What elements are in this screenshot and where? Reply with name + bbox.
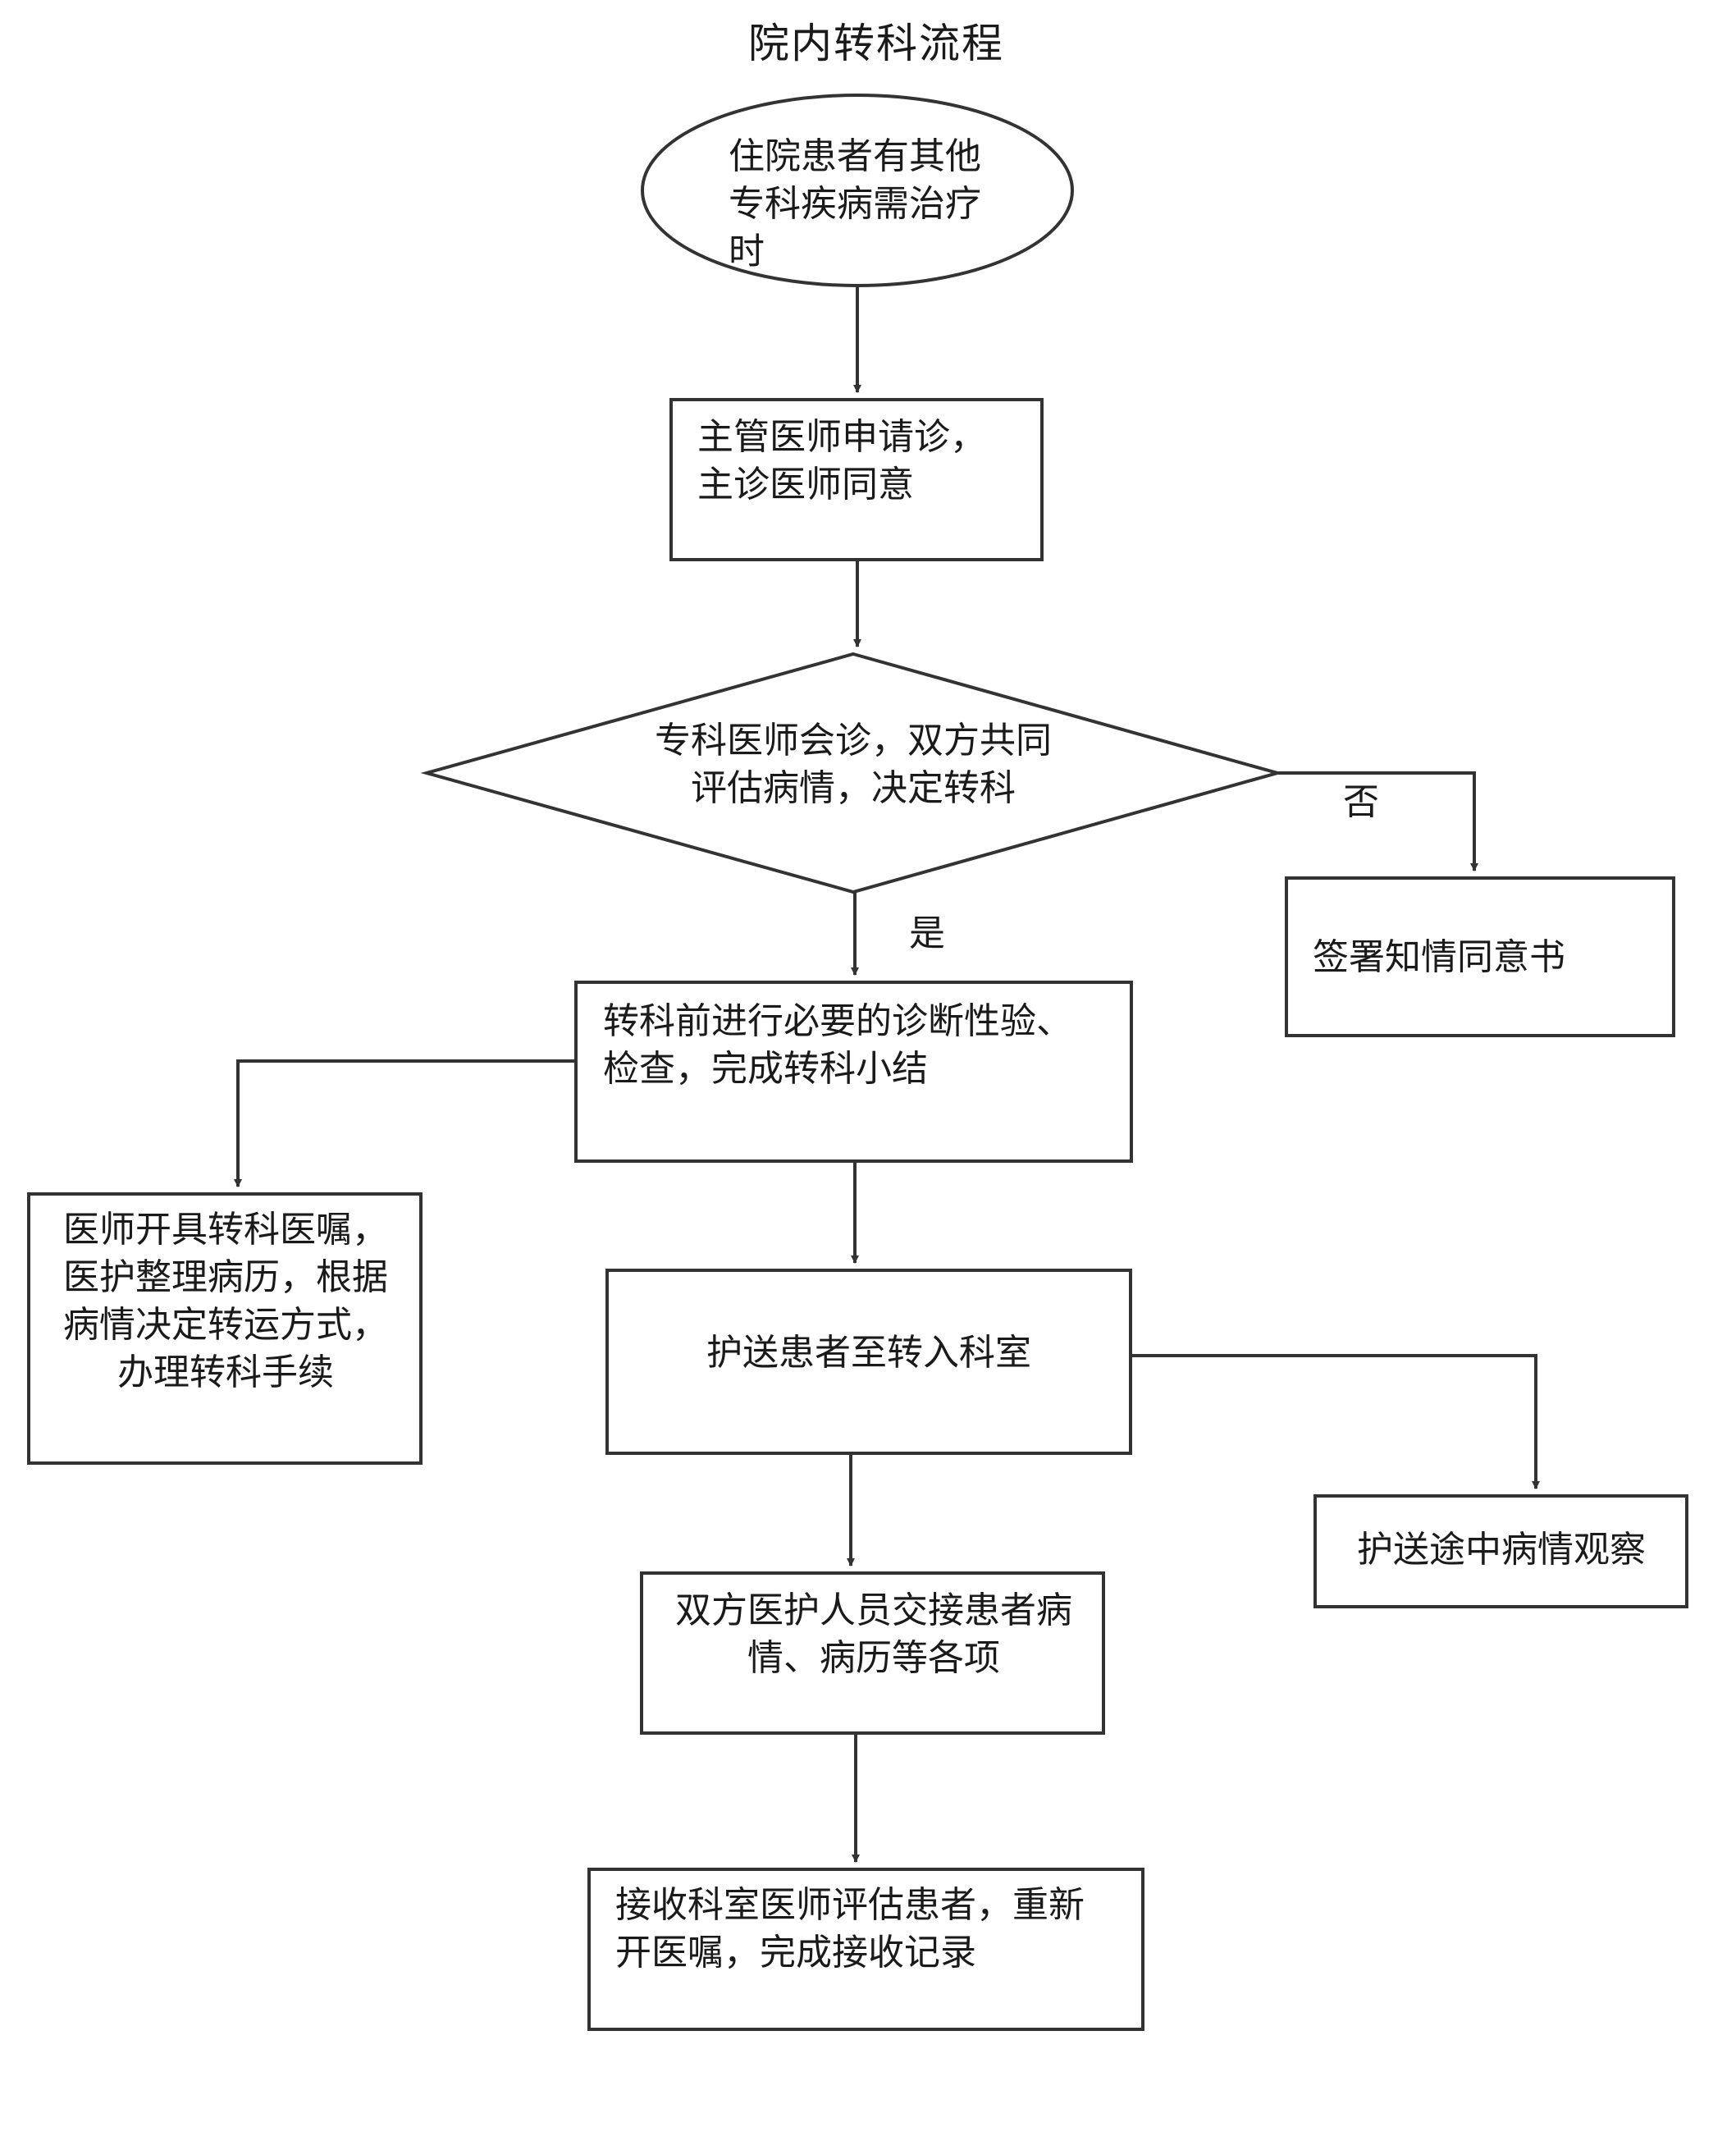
- decision-node-text: 专科医师会诊，双方共同 评估病情，决定转科: [655, 720, 1052, 809]
- no-branch-label: 否: [1343, 781, 1379, 823]
- observe-node-text: 护送途中病情观察: [1357, 1529, 1646, 1571]
- consent-box: [1285, 876, 1675, 1037]
- escort-node-text: 护送患者至转入科室: [706, 1332, 1031, 1374]
- receive-node-text: 接收科室医师评估患者，重新 开医嘱，完成接收记录: [615, 1884, 1085, 1974]
- arrow-prepare-to-orders: [234, 1059, 576, 1187]
- prepare-node-text: 转科前进行必要的诊断性验、 检查，完成转科小结: [603, 1000, 1072, 1090]
- handover-box: [640, 1571, 1105, 1735]
- start-node-text: 住院患者有其他 专科疾病需治疗 时: [729, 135, 981, 272]
- orders-node-text: 医师开具转科医嘱， 医护整理病历，根据 病情决定转运方式， 办理转科手续: [63, 1209, 388, 1393]
- arrow-decision-no-to-consent: [1277, 771, 1478, 871]
- diagram-title: 院内转科流程: [748, 20, 1004, 67]
- observe-box: [1313, 1494, 1688, 1608]
- yes-branch-label: 是: [909, 912, 945, 954]
- consent-node-text: 签署知情同意书: [1313, 936, 1565, 978]
- arrow-escort-to-observe: [1131, 1354, 1540, 1489]
- request-node-text: 主管医师申请诊， 主诊医师同意: [697, 416, 986, 505]
- escort-box: [605, 1269, 1132, 1455]
- orders-box: [27, 1192, 423, 1465]
- receive-box: [587, 1868, 1144, 2031]
- handover-node-text: 双方医护人员交接患者病 情、病历等各项: [675, 1589, 1072, 1679]
